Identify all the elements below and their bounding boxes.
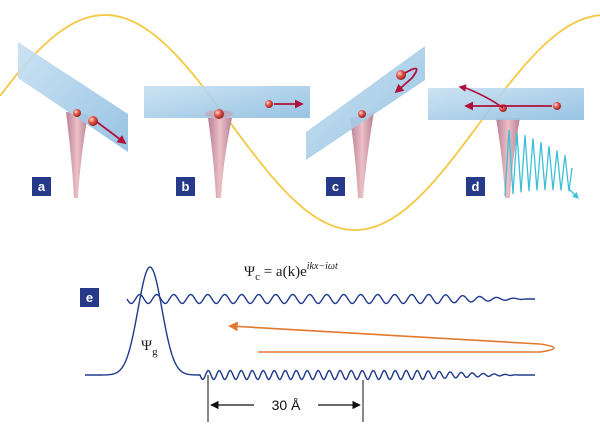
electron: [265, 100, 273, 108]
potential-well: [496, 118, 520, 198]
electron: [396, 70, 406, 80]
panel-b: b: [144, 86, 310, 198]
ground-state-wavefunction: [85, 267, 535, 380]
flat-potential-surface: [428, 88, 584, 120]
continuum-wavefunction-upper: [127, 295, 535, 304]
panel-label-b: b: [182, 179, 190, 194]
panel-label-a: a: [38, 179, 46, 194]
electron: [358, 110, 366, 118]
panel-label-d: d: [472, 179, 480, 194]
ground-state-label: Ψg: [141, 338, 158, 358]
panel-label-c: c: [332, 179, 339, 194]
emitted-xray-arrow: [568, 188, 578, 198]
electron: [214, 109, 224, 119]
potential-well: [66, 112, 88, 198]
dimension-label: 30 Å: [272, 397, 301, 413]
panel-a: a: [18, 42, 128, 198]
electron: [88, 116, 98, 126]
returning-electron-arrow: [230, 326, 554, 352]
panel-d: d: [428, 87, 584, 198]
panel-c: c: [306, 46, 425, 198]
continuum-wavefunction-equation: Ψc = a(k)eikx−iωt: [244, 261, 338, 283]
panel-e: e Ψc = a(k)eikx−iωt Ψg 30 Å: [80, 261, 554, 422]
electron: [553, 102, 561, 110]
potential-well: [208, 118, 232, 198]
panel-label-e: e: [86, 290, 93, 305]
electron: [73, 109, 81, 117]
